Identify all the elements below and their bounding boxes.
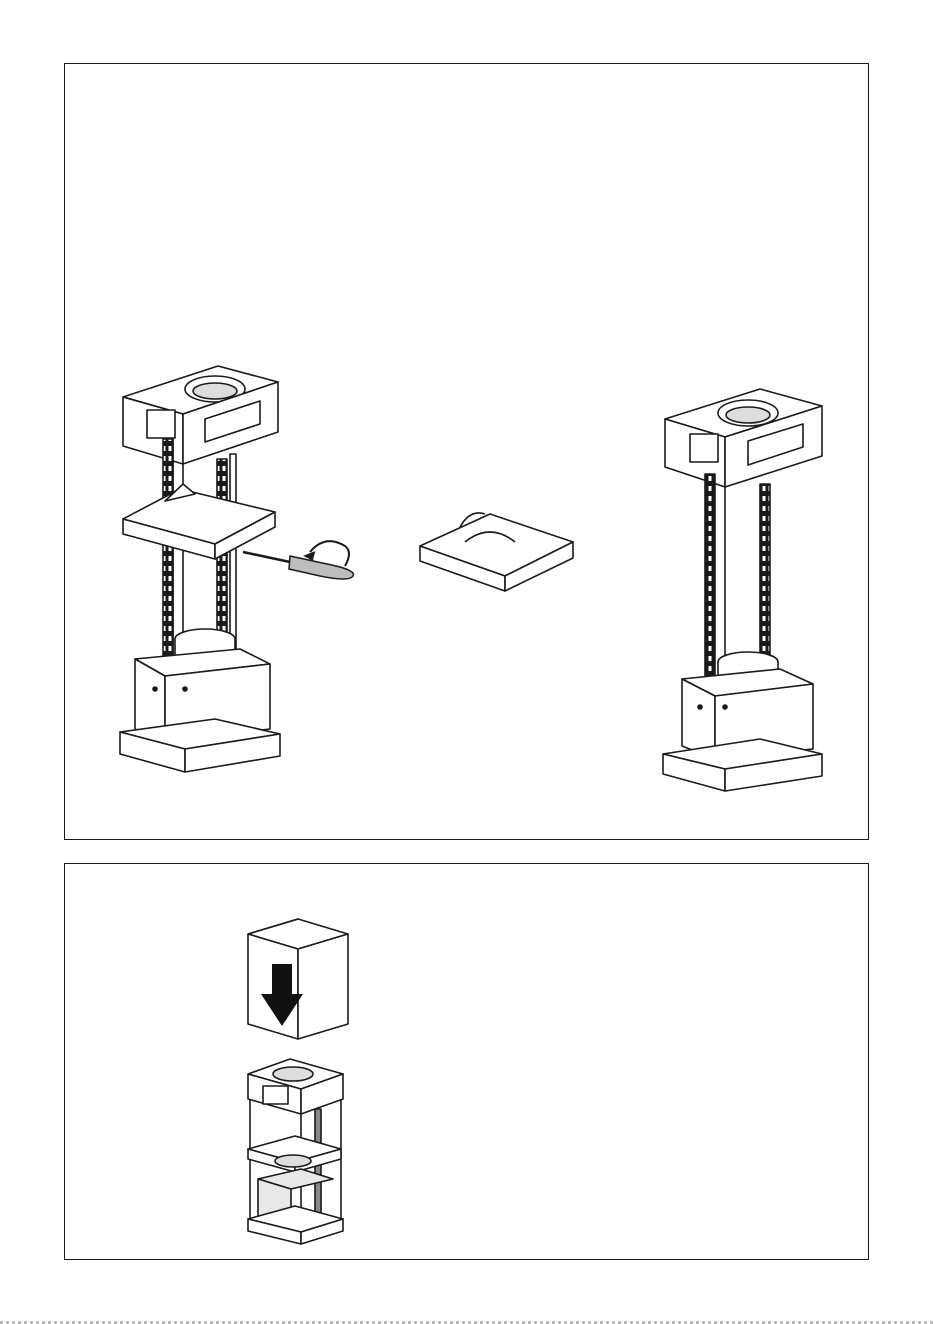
tower-frame-without-tray: [663, 389, 822, 791]
screwdriver-icon: [243, 541, 353, 579]
tower-frame-with-tray: [120, 366, 280, 772]
step-panel-fit-cover: [64, 863, 869, 1260]
step-panel-remove-tray: [64, 63, 869, 840]
compact-frame: [248, 1059, 343, 1244]
removed-tray: [420, 513, 573, 591]
chimney-cover: [248, 919, 348, 1039]
step-1-illustration: [65, 64, 870, 841]
step-2-illustration: [65, 864, 870, 1261]
